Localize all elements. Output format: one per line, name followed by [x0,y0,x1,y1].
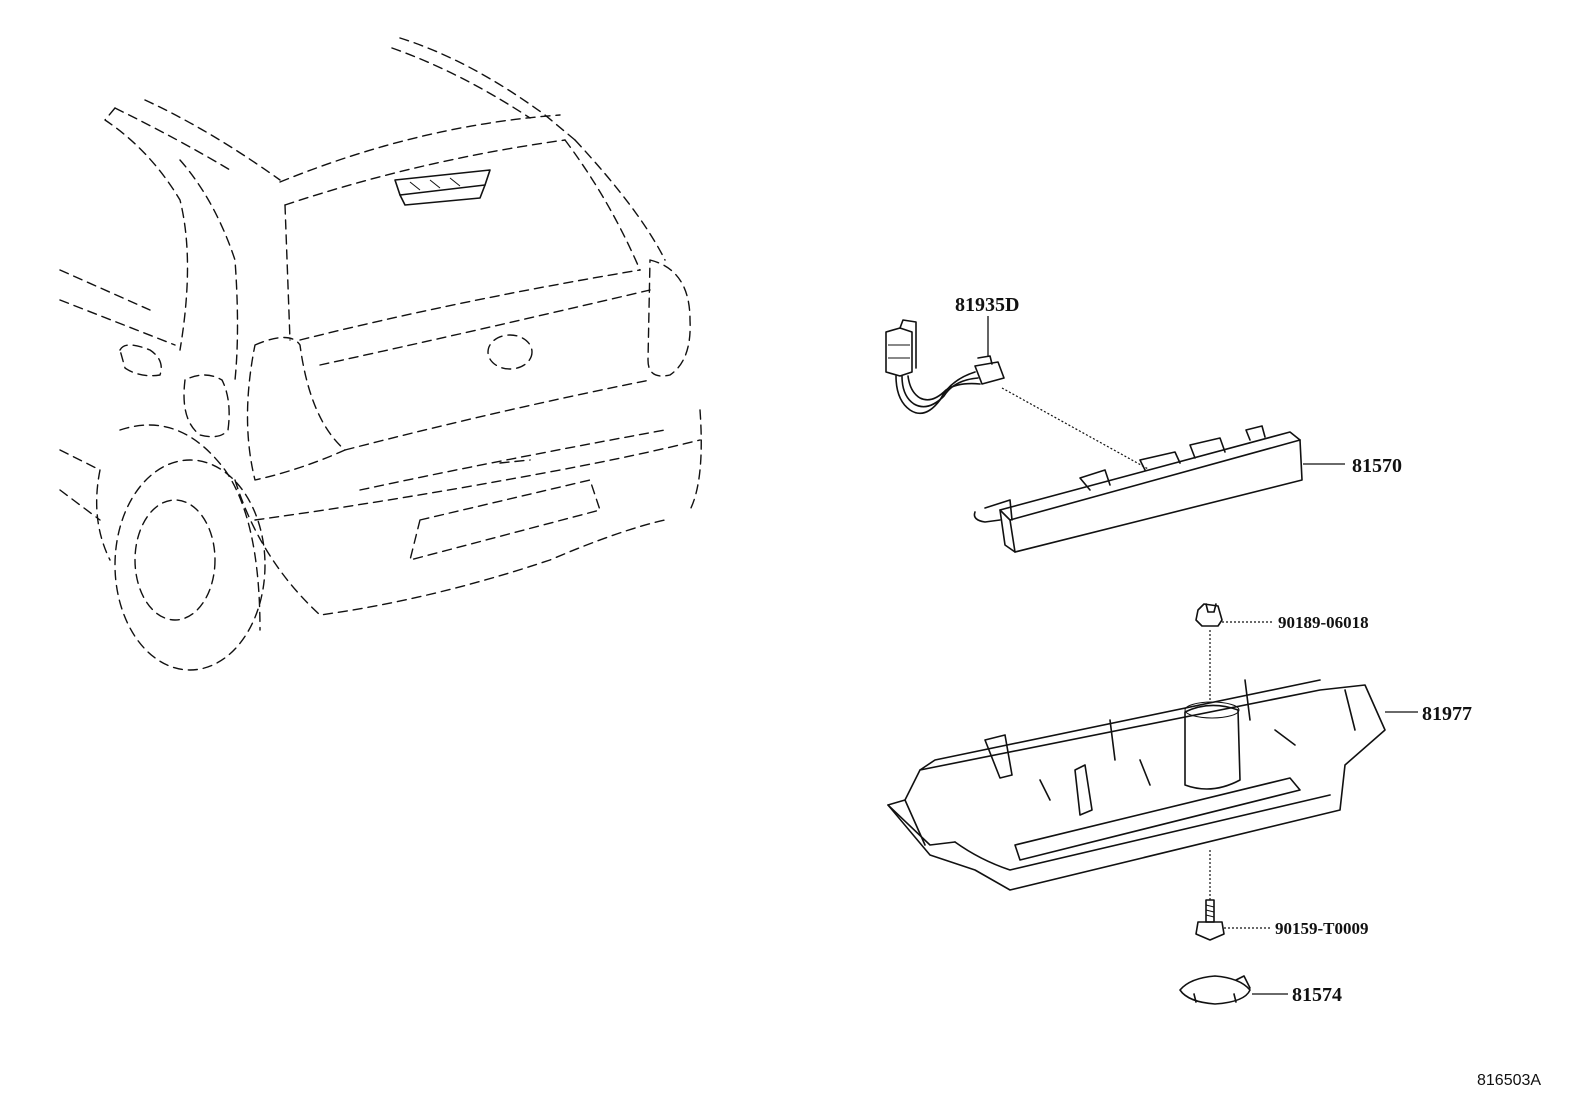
part-label-90159-T0009: 90159-T0009 [1275,919,1369,938]
part-label-81977: 81977 [1422,703,1472,725]
part-label-90189-06018: 90189-06018 [1278,613,1369,632]
part-label-81574: 81574 [1292,984,1342,1006]
part-label-81570: 81570 [1352,455,1402,477]
high-mount-stop-lamp-illustration [973,425,1303,553]
wire-harness-illustration [885,319,1005,415]
screw-illustration [1195,899,1225,941]
figure-code: 816503A [1477,1072,1541,1089]
bracket-illustration [1179,975,1251,1005]
car-high-mount-lamp [394,169,491,206]
vehicle-rear-illustration [59,37,702,671]
lamp-cover-illustration [887,679,1386,891]
part-label-81935D: 81935D [955,294,1019,316]
clip-illustration [1195,603,1223,627]
